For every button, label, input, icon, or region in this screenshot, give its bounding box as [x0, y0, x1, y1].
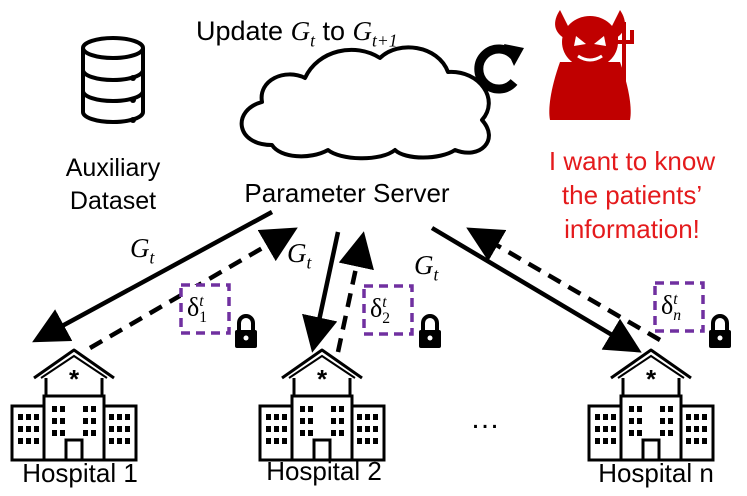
update-caption: Update Gt to Gt+1 — [196, 16, 398, 51]
server-label: Parameter Server — [244, 178, 450, 208]
hospital-icon — [587, 348, 715, 462]
devil-icon — [549, 10, 634, 120]
refresh-icon — [474, 44, 524, 94]
lock-icon — [707, 314, 733, 350]
delta-box-1 — [179, 283, 231, 335]
hospital-icon — [10, 348, 138, 462]
edge-server-hospital2 — [302, 231, 374, 353]
database-icon — [81, 36, 145, 124]
cloud-icon — [239, 45, 491, 161]
hospital-icon — [258, 348, 386, 462]
ellipsis: … — [470, 402, 500, 435]
delta-box-2 — [362, 284, 414, 336]
hospital-label-1: Hospital 1 — [22, 458, 138, 488]
hospital-label-2: Hospital 2 — [266, 456, 382, 486]
hospital-label-n: Hospital n — [598, 458, 714, 488]
edge-label-g-1: Gt — [130, 233, 155, 268]
lock-icon — [417, 314, 443, 350]
attacker-thought: I want to know the patients’ information… — [548, 146, 716, 244]
delta-box-n — [653, 281, 705, 333]
edge-label-g-n: Gt — [414, 250, 439, 285]
lock-icon — [233, 314, 259, 350]
edge-label-g-2: Gt — [287, 238, 312, 273]
dataset-label: Auxiliary Dataset — [65, 154, 161, 215]
edge-server-hospitaln — [430, 226, 662, 353]
